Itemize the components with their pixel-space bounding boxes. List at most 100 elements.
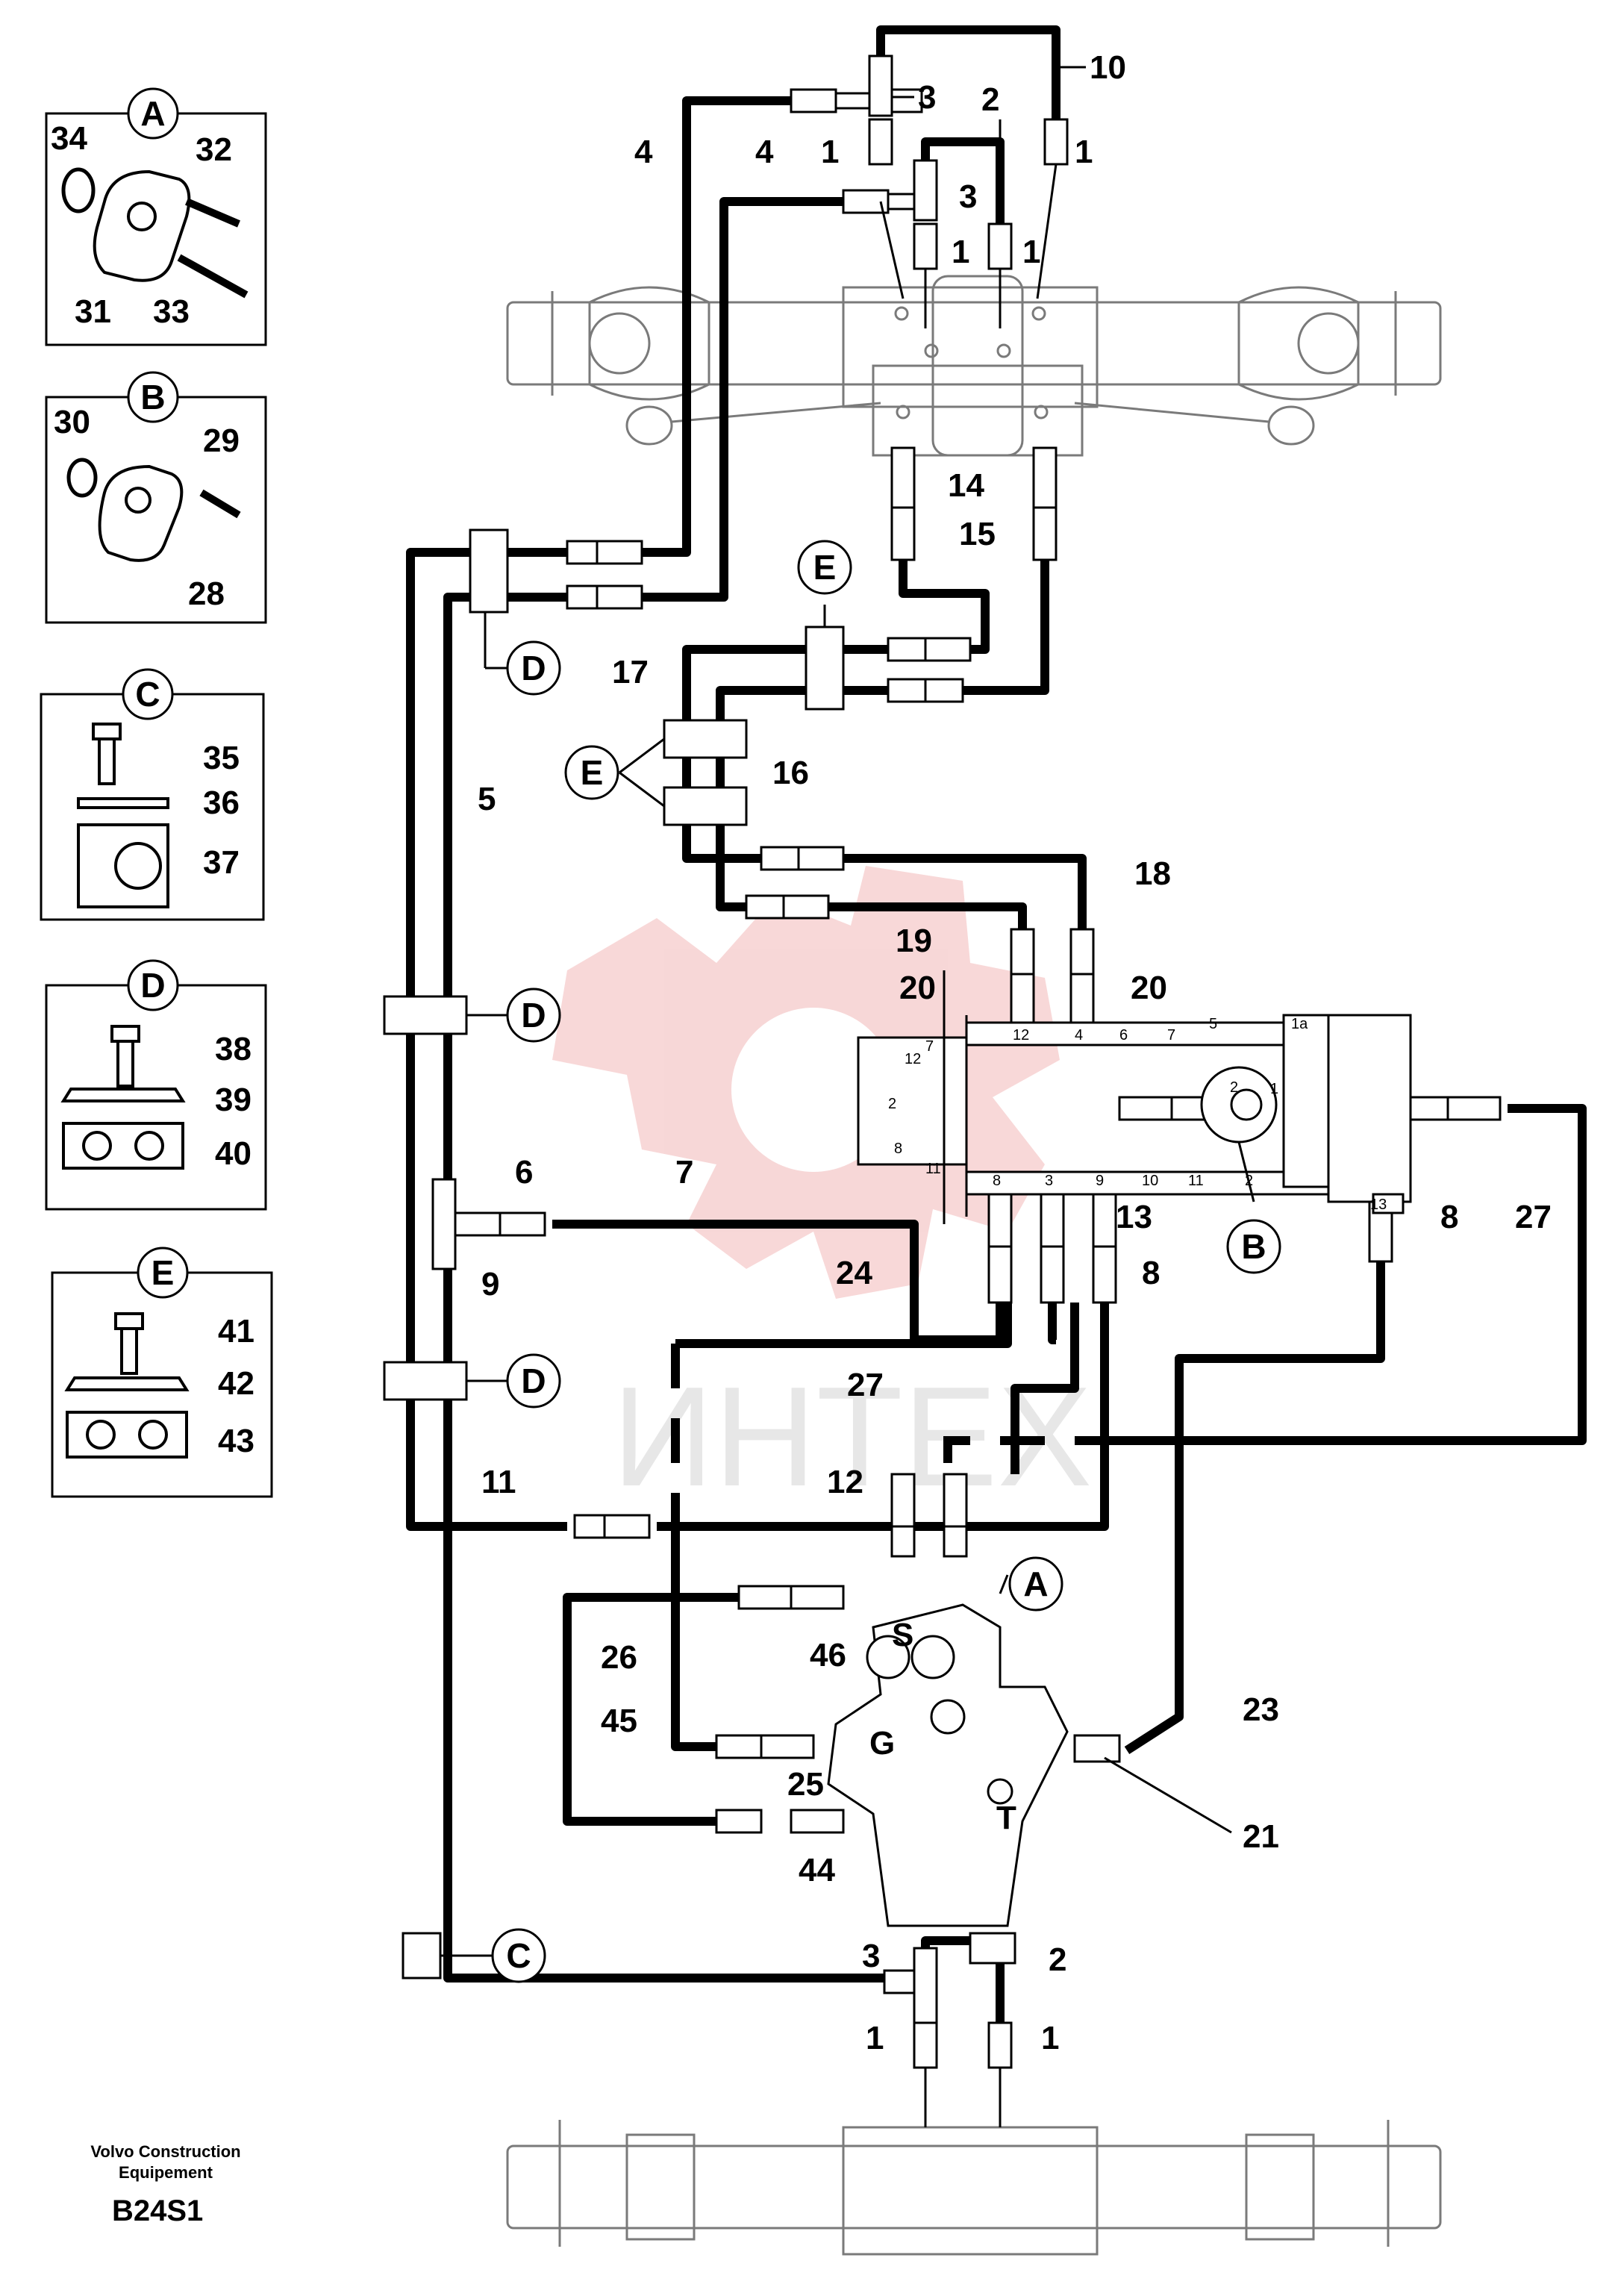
part-labels: 10 3 2 1 1 4 4 3 1 1 1 4 15 17 16 18 19 2… <box>478 49 1552 2056</box>
svg-text:2: 2 <box>1230 1079 1238 1096</box>
callout-e-2: E <box>581 753 604 792</box>
brand-line-2: Equipement <box>119 2163 213 2182</box>
callout-a: A <box>1023 1565 1048 1603</box>
svg-text:42: 42 <box>218 1365 254 1402</box>
part-20: 20 <box>899 970 936 1006</box>
svg-text:32: 32 <box>196 131 232 168</box>
detail-panel-a: A 34 32 31 33 <box>45 87 267 346</box>
svg-text:D: D <box>140 966 165 1005</box>
svg-text:29: 29 <box>203 422 240 459</box>
part-6: 6 <box>515 1154 533 1191</box>
part-1d: 1 <box>1022 234 1040 270</box>
svg-text:34: 34 <box>51 120 87 157</box>
part-46: 46 <box>810 1637 846 1673</box>
part-18: 18 <box>1134 855 1171 892</box>
part-20b: 20 <box>1131 970 1167 1006</box>
svg-text:7: 7 <box>1167 1027 1175 1044</box>
svg-text:E: E <box>151 1253 175 1292</box>
part-24: 24 <box>836 1255 872 1291</box>
part-16: 16 <box>772 755 809 791</box>
svg-text:37: 37 <box>203 844 240 881</box>
split-flange-icon <box>66 458 241 562</box>
split-flange-icon <box>61 167 249 299</box>
svg-text:33: 33 <box>153 293 190 330</box>
brand-line-1: Volvo Construction <box>90 2142 240 2161</box>
svg-text:3: 3 <box>1045 1173 1053 1189</box>
svg-text:38: 38 <box>215 1031 252 1067</box>
svg-text:9: 9 <box>1096 1173 1104 1189</box>
svg-text:T: T <box>996 1800 1016 1836</box>
part-19: 19 <box>896 923 932 959</box>
part-44: 44 <box>799 1852 835 1888</box>
control-valve: 12 4 6 7 5 1a 8 3 9 10 11 2 13 7 12 2 8 … <box>857 970 1412 1224</box>
callout-b: B <box>1241 1227 1266 1266</box>
svg-text:C: C <box>135 675 160 714</box>
part-1f: 1 <box>1041 2020 1059 2056</box>
hoses <box>406 25 1587 1983</box>
part-1c: 1 <box>952 234 969 270</box>
svg-text:11: 11 <box>1188 1173 1204 1189</box>
footer-brand: Volvo Construction Equipement B24S1 <box>90 2142 240 2227</box>
part-25: 25 <box>787 1766 824 1803</box>
svg-text:A: A <box>140 94 165 133</box>
bolt-clamp-icon <box>60 1025 186 1170</box>
part-2: 2 <box>981 81 999 118</box>
hydraulic-pump: S G T <box>827 1603 1069 1965</box>
callout-d-2: D <box>521 996 546 1035</box>
svg-text:S: S <box>892 1617 913 1653</box>
svg-text:1a: 1a <box>1291 1016 1308 1032</box>
svg-text:31: 31 <box>75 293 111 330</box>
part-4b: 4 <box>755 134 774 170</box>
svg-text:40: 40 <box>215 1135 252 1172</box>
part-10: 10 <box>1090 49 1126 86</box>
part-8b: 8 <box>1142 1255 1160 1291</box>
part-13: 13 <box>1116 1199 1152 1235</box>
svg-text:43: 43 <box>218 1423 254 1459</box>
part-5: 5 <box>478 781 496 817</box>
drawing-code: B24S1 <box>112 2194 203 2227</box>
rear-axle <box>506 2120 1442 2256</box>
part-3c: 3 <box>862 1938 880 1974</box>
detail-panel-d: D 38 39 40 <box>45 959 267 1211</box>
svg-text:41: 41 <box>218 1313 254 1350</box>
part-45: 45 <box>601 1703 637 1739</box>
callout-c: C <box>506 1936 531 1975</box>
part-9: 9 <box>481 1266 499 1303</box>
part-15: 15 <box>959 516 996 552</box>
detail-panel-b: B 30 29 28 <box>45 371 267 624</box>
svg-text:36: 36 <box>203 784 240 821</box>
svg-text:5: 5 <box>1209 1016 1217 1032</box>
part-11: 11 <box>481 1464 516 1500</box>
svg-text:35: 35 <box>203 740 240 776</box>
part-8: 8 <box>1440 1199 1458 1235</box>
part-23: 23 <box>1243 1691 1279 1728</box>
svg-text:10: 10 <box>1142 1173 1158 1189</box>
part-7: 7 <box>675 1154 693 1191</box>
part-26: 26 <box>601 1639 637 1676</box>
part-4: 4 <box>634 134 653 170</box>
svg-text:2: 2 <box>888 1096 896 1112</box>
part-2b: 2 <box>1049 1941 1066 1978</box>
fittings <box>383 54 1502 2127</box>
svg-text:6: 6 <box>1119 1027 1128 1044</box>
svg-text:B: B <box>140 378 165 417</box>
part-17: 17 <box>612 654 649 690</box>
callout-e-1: E <box>813 548 837 587</box>
svg-text:4: 4 <box>1075 1027 1083 1044</box>
bolt-washer-clamp-icon <box>77 723 169 908</box>
svg-text:8: 8 <box>894 1141 902 1157</box>
svg-text:30: 30 <box>54 404 90 440</box>
part-3: 3 <box>918 79 936 116</box>
detail-panel-c: C 35 36 37 <box>40 668 265 921</box>
watermark-gear-logo <box>552 866 1060 1299</box>
part-1: 1 <box>821 134 839 170</box>
svg-text:11: 11 <box>925 1161 941 1177</box>
part-1e: 1 <box>866 2020 884 2056</box>
part-3b: 3 <box>959 178 977 215</box>
svg-text:12: 12 <box>1013 1027 1029 1044</box>
svg-text:39: 39 <box>215 1082 252 1118</box>
bolt-clamp-icon <box>64 1312 190 1459</box>
callout-circles: D E E D D C B A <box>440 540 1281 1983</box>
svg-text:13: 13 <box>1370 1197 1387 1213</box>
